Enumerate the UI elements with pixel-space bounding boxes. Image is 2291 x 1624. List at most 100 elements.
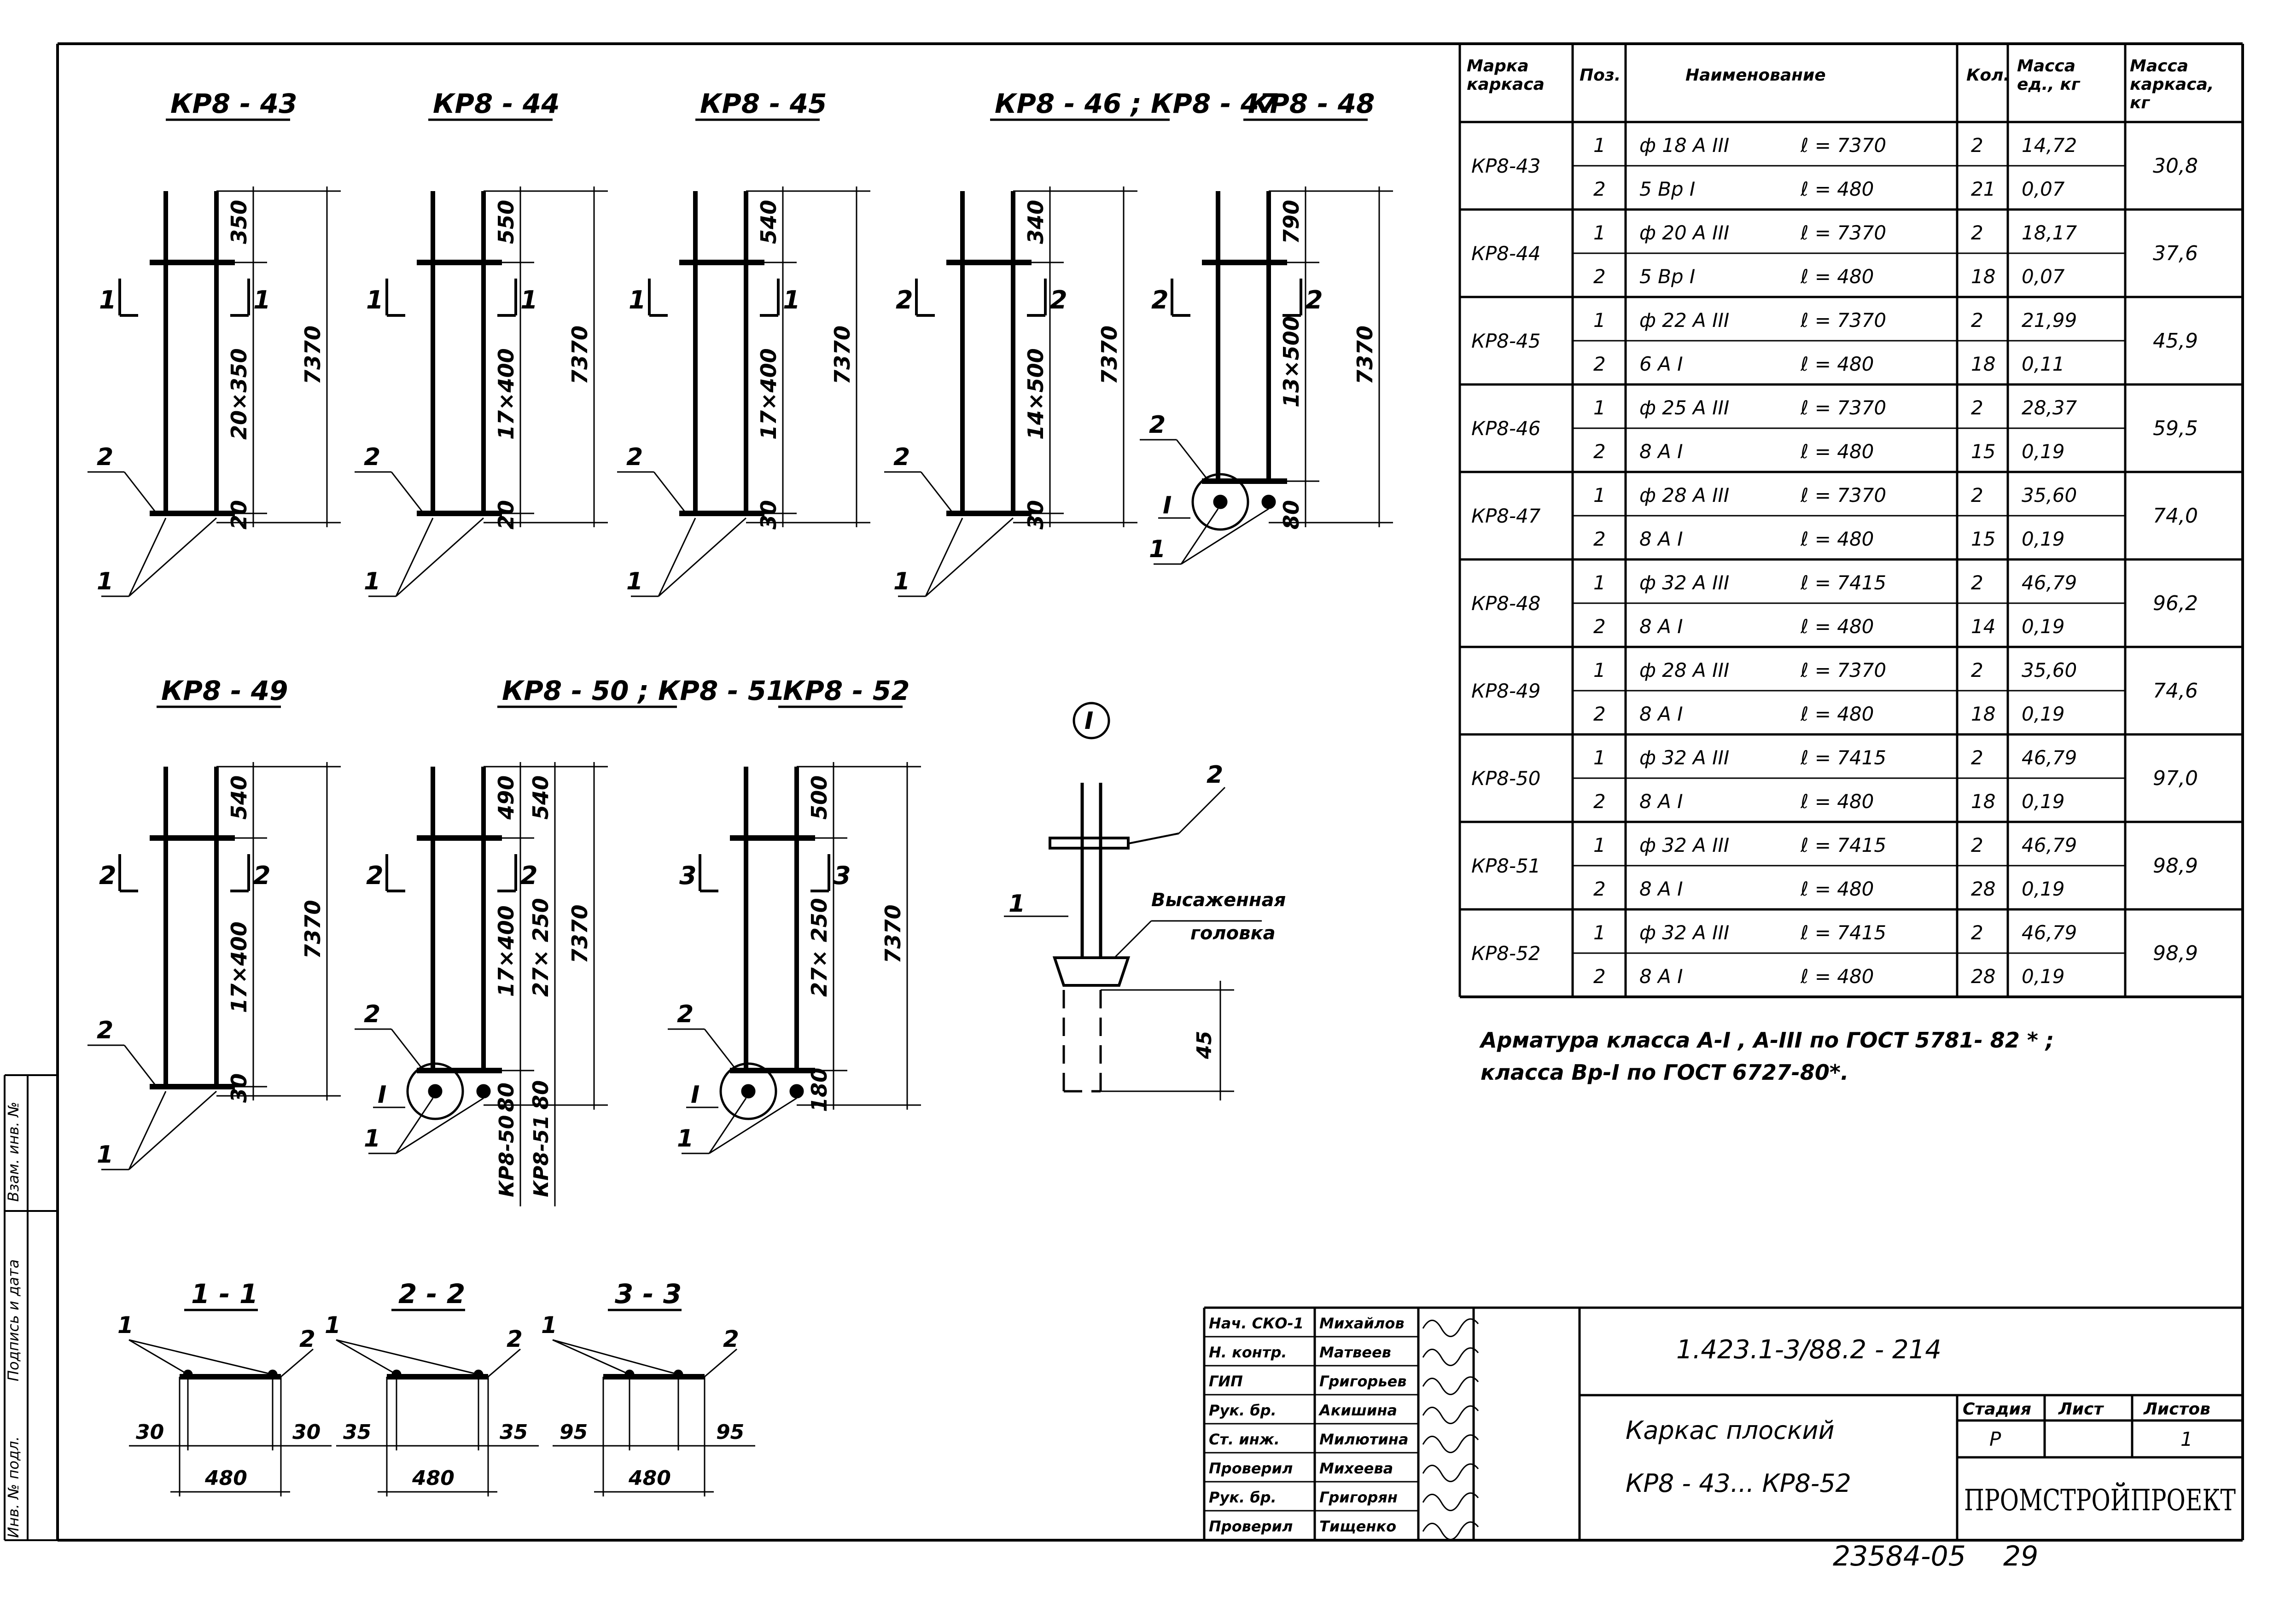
dim-total: 7370 <box>1352 326 1377 384</box>
spec-pos: 1 <box>1593 746 1606 769</box>
spec-pos: 2 <box>1593 790 1606 813</box>
spec-mass: 0,19 <box>2022 703 2065 725</box>
spec-qty: 18 <box>1971 703 1995 725</box>
spec-qty: 21 <box>1971 178 1995 200</box>
cut-mark-left: 2 <box>1151 285 1169 314</box>
frame-title: КР8 - 45 <box>700 88 827 119</box>
dim-top: 500 <box>807 775 832 820</box>
spec-name: ф 22 А III <box>1639 309 1729 332</box>
spec-name: ф 20 А III <box>1639 221 1729 244</box>
spec-name: 8 А I <box>1639 615 1683 638</box>
page-number: 29 <box>2003 1540 2038 1572</box>
stamp-role: Проверил <box>1209 1460 1293 1477</box>
spec-pos: 2 <box>1593 615 1606 638</box>
spec-qty: 2 <box>1971 396 1983 419</box>
spec-len: ℓ = 480 <box>1800 265 1874 288</box>
spec-total: 98,9 <box>2153 854 2198 878</box>
dim-bottom: 30 <box>227 1073 251 1103</box>
node-mark: I <box>691 1081 700 1109</box>
dim-total: 7370 <box>300 900 325 959</box>
spec-name: 5 Вр I <box>1639 265 1695 288</box>
spec-name: 8 А I <box>1639 528 1683 550</box>
spec-pos: 1 <box>1593 221 1606 244</box>
spec-mass: 0,07 <box>2022 265 2065 288</box>
dim-top: 340 <box>1023 200 1048 244</box>
side-strip-b: Подпись и дата <box>5 1259 22 1381</box>
cut-mark-left: 2 <box>896 285 913 314</box>
spec-total: 74,0 <box>2153 504 2198 528</box>
spec-qty: 2 <box>1971 134 1983 157</box>
spec-name: 6 А I <box>1639 353 1683 375</box>
spec-mass: 21,99 <box>2022 309 2077 332</box>
frame-title: КР8 - 44 <box>433 88 560 119</box>
section-title: 2 - 2 <box>398 1278 465 1310</box>
detail-marker-circle <box>1073 702 1110 739</box>
frame-drawing <box>87 705 341 1170</box>
stamp-role: Нач. СКО-1 <box>1209 1315 1304 1332</box>
spec-name: 8 А I <box>1639 878 1683 900</box>
stamp-name: Михеева <box>1319 1460 1393 1477</box>
spec-pos: 2 <box>1593 265 1606 288</box>
frame-drawing <box>1140 118 1393 565</box>
spec-mark: КР8-45 <box>1471 330 1540 352</box>
section-left: 30 <box>136 1420 164 1444</box>
section-pos-1: 1 <box>541 1312 557 1339</box>
sheets-header: Листов <box>2143 1400 2210 1419</box>
detail-mark: I <box>1084 707 1093 735</box>
sheets-value: 1 <box>2180 1428 2193 1450</box>
spec-len: ℓ = 7415 <box>1800 834 1886 856</box>
spec-mass: 18,17 <box>2022 221 2077 244</box>
frame-title: КР8 - 50 ; КР8 - 51 <box>502 675 785 706</box>
cut-mark-right: 1 <box>520 285 538 314</box>
cut-mark-right: 2 <box>1306 285 1323 314</box>
section-left: 35 <box>343 1420 371 1444</box>
cut-mark-left: 1 <box>366 285 384 314</box>
spec-pos: 2 <box>1593 878 1606 900</box>
spec-mark: КР8-46 <box>1471 417 1540 440</box>
dim-top2: 540 <box>528 775 553 820</box>
spec-mass: 0,19 <box>2022 528 2065 550</box>
pos-rod: 1 <box>677 1125 694 1153</box>
stamp-name: Михайлов <box>1319 1315 1405 1332</box>
spec-len: ℓ = 480 <box>1800 440 1874 463</box>
archive-number: 23584-05 <box>1833 1540 1966 1572</box>
cut-mark-left: 3 <box>679 861 697 890</box>
side-strip <box>4 1074 58 1541</box>
signature-scribble <box>1422 1521 1479 1540</box>
spec-name: 8 А I <box>1639 440 1683 463</box>
spec-mark: КР8-44 <box>1471 242 1540 265</box>
spec-pos: 1 <box>1593 309 1606 332</box>
spec-mass: 14,72 <box>2022 134 2077 157</box>
detail-node-I <box>1004 702 1262 1100</box>
frame-title: КР8 - 48 <box>1248 88 1375 119</box>
stamp-role: Рук. бр. <box>1209 1402 1277 1419</box>
spec-pos: 1 <box>1593 659 1606 681</box>
dim-middle: 20×350 <box>227 348 251 440</box>
pos-bar: 2 <box>893 443 910 471</box>
spec-len: ℓ = 480 <box>1800 965 1874 988</box>
sub-label-b: КР8-51 <box>530 1115 553 1197</box>
spec-pos: 1 <box>1593 921 1606 944</box>
signature-scribble <box>1422 1347 1479 1366</box>
node-mark: I <box>1163 492 1172 519</box>
stamp-name: Акишина <box>1318 1402 1397 1419</box>
spec-mass: 0,19 <box>2022 615 2065 638</box>
title-line2: КР8 - 43... КР8-52 <box>1626 1469 1851 1498</box>
spec-qty: 2 <box>1971 309 1983 332</box>
dim-middle: 14×500 <box>1023 348 1048 440</box>
section-width: 480 <box>628 1467 671 1490</box>
spec-pos: 1 <box>1593 396 1606 419</box>
spec-len: ℓ = 7370 <box>1800 396 1886 419</box>
pos-rod: 1 <box>97 568 113 595</box>
signature-scribble <box>1422 1463 1479 1482</box>
spec-mass: 46,79 <box>2022 746 2077 769</box>
spec-len: ℓ = 7415 <box>1800 571 1886 594</box>
sheet-header: Лист <box>2058 1400 2104 1419</box>
stamp-role: Н. контр. <box>1209 1344 1287 1361</box>
frame-drawing <box>355 118 608 597</box>
spec-mark: КР8-48 <box>1471 592 1540 615</box>
signature-scribble <box>1422 1434 1479 1453</box>
